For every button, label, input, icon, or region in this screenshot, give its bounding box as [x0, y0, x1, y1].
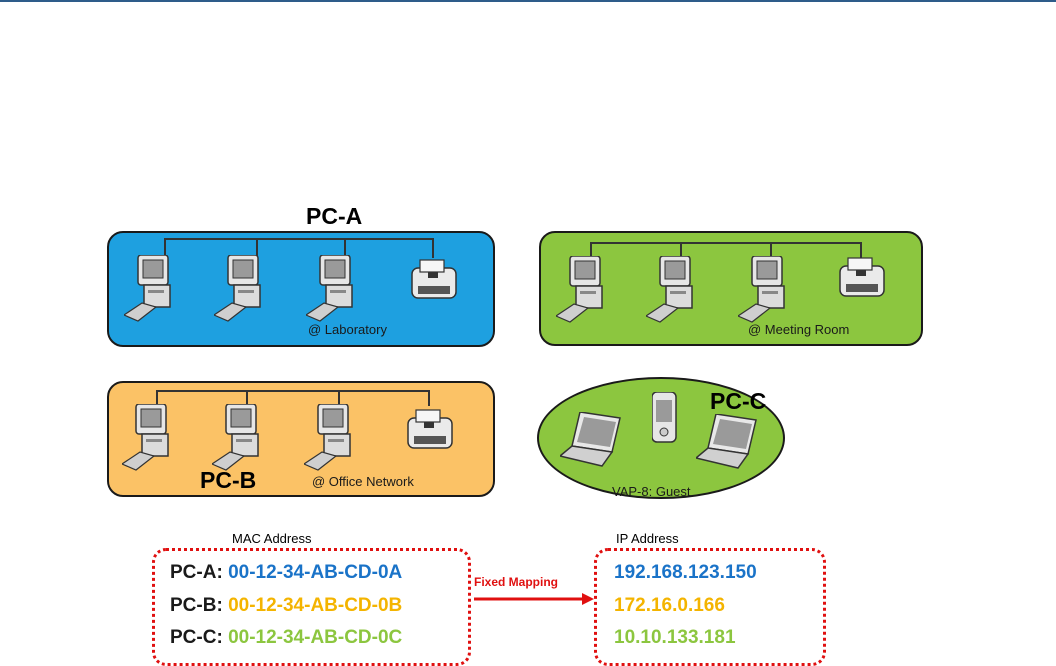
row-label: PC-A:: [170, 562, 223, 583]
row-label: PC-B:: [170, 595, 223, 616]
mac-value: 00-12-34-AB-CD-0B: [228, 595, 402, 616]
laboratory-caption: @ Laboratory: [308, 322, 387, 337]
ip-value: 10.10.133.181: [614, 627, 736, 649]
mac-value: 00-12-34-AB-CD-0C: [228, 627, 402, 648]
meeting-bus-line: [590, 242, 860, 244]
lab-bus-line: [164, 238, 432, 240]
pc-c-label: PC-C: [710, 388, 766, 415]
arrow-right-icon: [472, 592, 596, 606]
pc-icon: [122, 404, 182, 474]
office-bus-line: [156, 390, 428, 392]
pc-b-label: PC-B: [200, 467, 256, 494]
pc-icon: [214, 255, 274, 325]
meeting-room-caption: @ Meeting Room: [748, 322, 849, 337]
pc-a-label: PC-A: [306, 203, 362, 230]
pc-icon: [738, 256, 798, 326]
lab-drop-4: [432, 238, 434, 258]
office-drop-4: [428, 390, 430, 406]
printer-icon: [402, 408, 458, 452]
mac-row: PC-C: 00-12-34-AB-CD-0C: [170, 627, 402, 649]
pc-icon: [646, 256, 706, 326]
mac-row: PC-B: 00-12-34-AB-CD-0B: [170, 595, 402, 617]
laptop-icon: [560, 412, 624, 470]
laptop-icon: [696, 414, 760, 472]
pc-icon: [212, 404, 272, 474]
mac-row: PC-A: 00-12-34-AB-CD-0A: [170, 562, 402, 584]
ip-value: 172.16.0.166: [614, 595, 725, 617]
printer-icon: [406, 258, 462, 302]
ip-value: 192.168.123.150: [614, 562, 757, 584]
pc-icon: [306, 255, 366, 325]
ip-address-header: IP Address: [616, 531, 679, 546]
guest-caption: VAP-8: Guest: [612, 484, 691, 499]
mac-value: 00-12-34-AB-CD-0A: [228, 562, 402, 583]
fixed-mapping-label: Fixed Mapping: [474, 575, 558, 589]
top-rule: [0, 0, 1056, 2]
pc-icon: [304, 404, 364, 474]
phone-icon: [652, 392, 680, 446]
office-network-caption: @ Office Network: [312, 474, 414, 489]
row-label: PC-C:: [170, 627, 223, 648]
pc-icon: [556, 256, 616, 326]
mac-address-header: MAC Address: [232, 531, 311, 546]
pc-icon: [124, 255, 184, 325]
printer-icon: [834, 256, 890, 300]
